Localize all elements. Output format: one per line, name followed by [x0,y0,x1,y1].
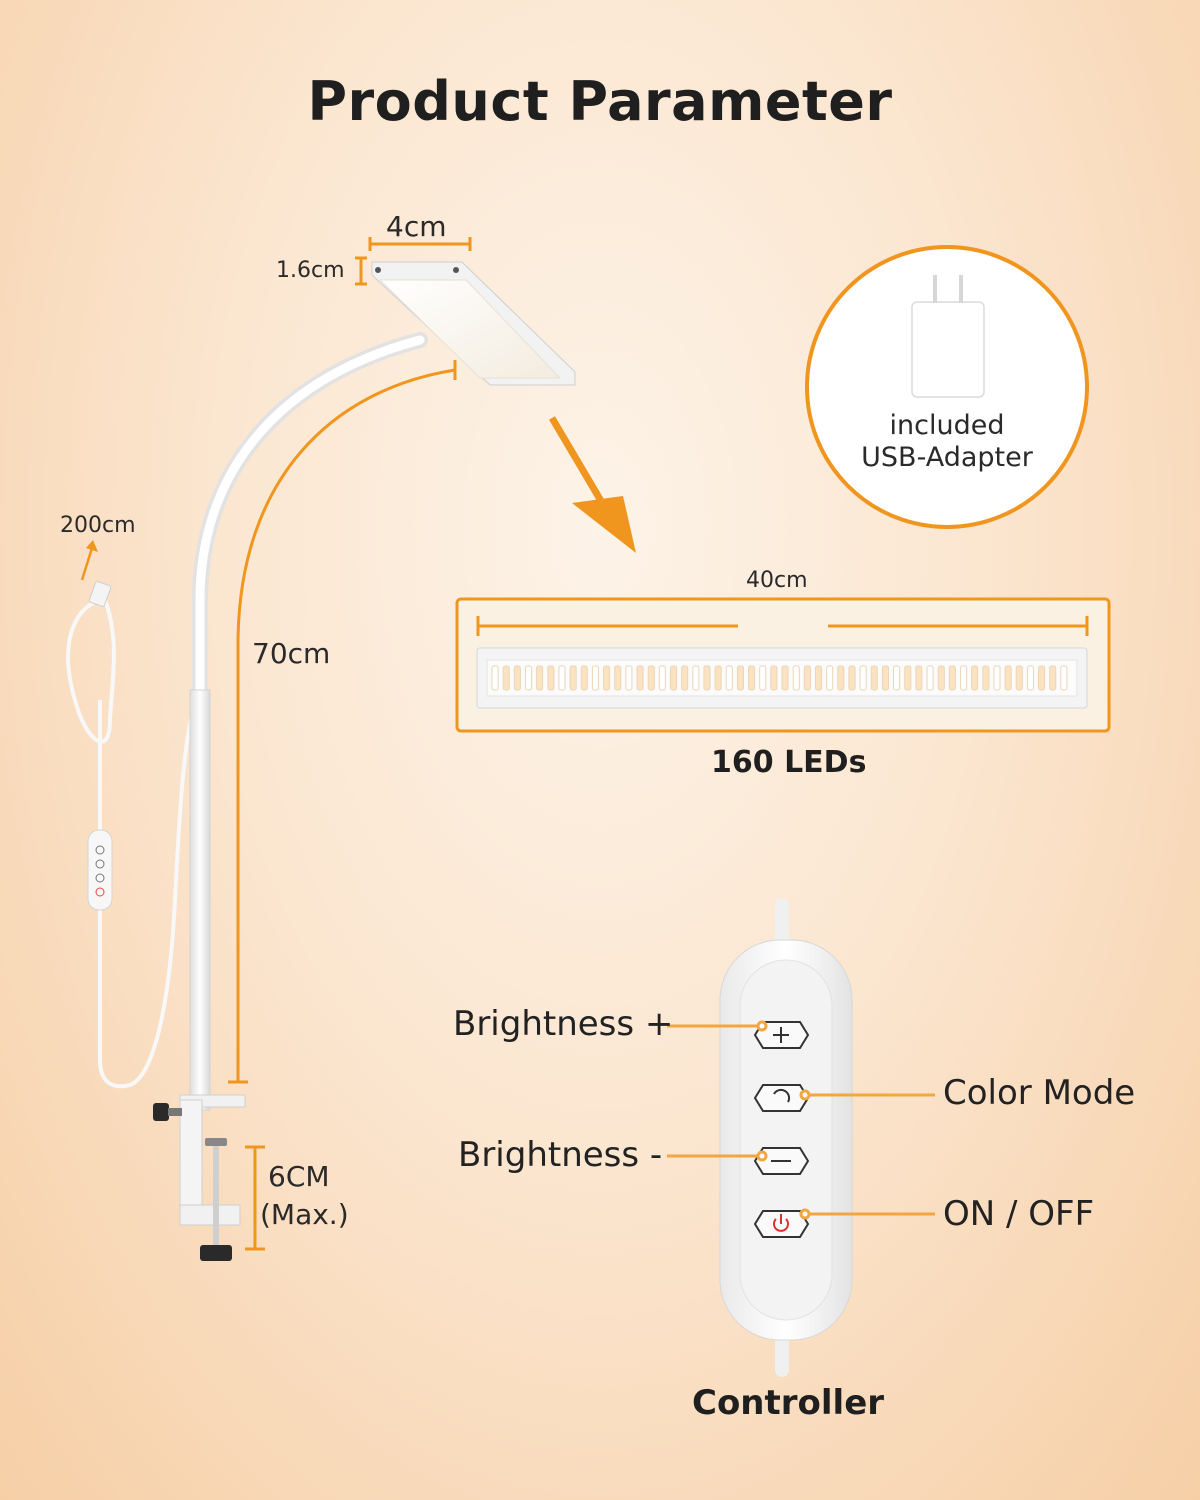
led-cell [948,665,956,691]
led-cell [1026,665,1035,691]
led-cell [870,665,878,691]
led-cell [893,665,901,691]
led-cell [580,665,588,691]
brightness-up-label: Brightness + [453,1004,674,1044]
led-cell [982,665,990,691]
led-cell [558,665,566,691]
dimension-lines [228,237,472,1251]
brightness-down-label: Brightness - [458,1135,663,1175]
led-cell [491,665,499,691]
led-cell [502,665,510,691]
led-cell [815,665,823,691]
color-mode-label: Color Mode [943,1073,1136,1113]
adapter-label-line1: included [889,410,1005,441]
led-cell [547,665,555,691]
led-cell [658,665,666,691]
led-cell [647,665,655,691]
led-cell [915,665,923,691]
led-count-label: 160 LEDs [711,745,867,780]
led-cell [960,665,968,691]
led-cell [781,665,789,691]
led-cell [670,665,678,691]
usb-cable [66,598,202,1089]
led-cell [926,665,934,691]
led-cell [848,665,856,691]
controller-device [719,898,853,1377]
arm-length-label: 70cm [252,637,331,670]
led-cell [1049,665,1057,691]
led-cell [826,665,834,691]
led-cell [993,665,1001,691]
led-cell [736,665,745,691]
led-cell [614,665,622,691]
led-cell [937,665,945,691]
led-cell [703,665,711,691]
controller-callouts [667,1020,935,1220]
led-cell [536,665,544,691]
led-cell [625,665,633,691]
led-cell [681,665,689,691]
led-cell [759,665,767,691]
color-mode-button-graphic [753,1084,810,1112]
led-bar-length-label: 40cm [746,568,808,593]
led-cell [748,665,756,691]
led-bar-box [455,597,1111,733]
clamp-size-note: (Max.) [260,1198,349,1231]
led-cell [859,665,867,691]
led-cell [591,665,600,691]
led-cell [803,665,811,691]
minus-button-graphic [753,1147,810,1175]
led-cell [1015,665,1023,691]
pointer-arrow [548,416,636,553]
led-cell [881,665,890,691]
led-cell [1038,665,1046,691]
clamp-size-label: 6CM [268,1160,330,1193]
controller-title: Controller [692,1383,885,1423]
led-cell [692,665,700,691]
led-cell [1004,665,1012,691]
led-cell [837,665,845,691]
led-cell [636,665,644,691]
led-cell [1060,665,1068,691]
head-width-label: 4cm [386,210,447,243]
led-cell [525,665,533,691]
lamp-arm [189,332,428,1111]
adapter-label-line2: USB-Adapter [861,442,1033,473]
led-cell [569,665,577,691]
led-cell [714,665,722,691]
cable-length-arrow [80,547,94,581]
inline-controller-small [87,829,113,911]
page-title: Product Parameter [307,70,893,133]
led-cell [513,665,521,691]
cable-length-label: 200cm [60,513,136,538]
led-cell [603,665,611,691]
on-off-label: ON / OFF [943,1194,1095,1234]
power-button-graphic [753,1210,810,1238]
lamp-head [371,261,576,386]
led-cell [971,665,979,691]
desk-clamp [153,1094,246,1261]
led-cell [770,665,778,691]
led-cell [904,665,912,691]
usb-plug [88,580,112,608]
adapter-label: included USB-Adapter [847,410,1047,474]
head-height-label: 1.6cm [276,258,345,283]
adapter-circle [805,245,1089,529]
led-cell [792,665,800,691]
led-cell [725,665,733,691]
